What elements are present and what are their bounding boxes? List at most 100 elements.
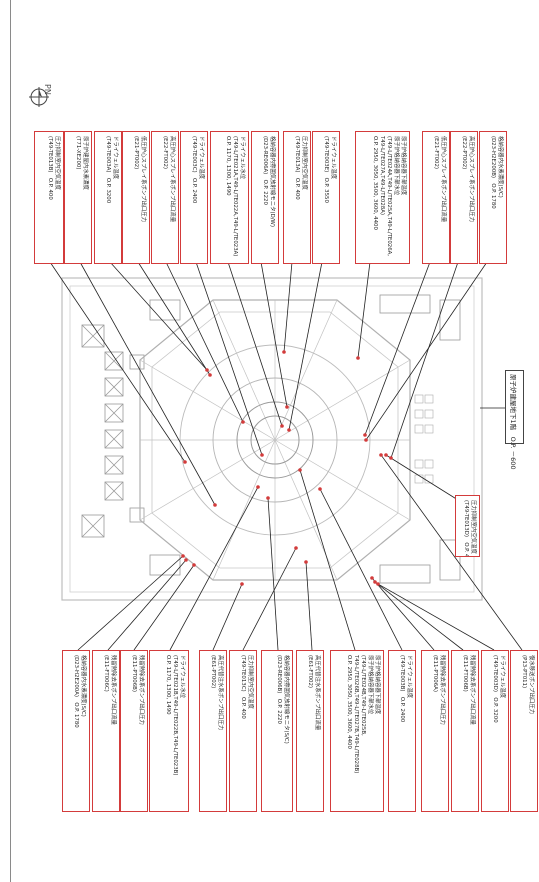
callout-line: (T49-TE003C) O.P. 2400 — [191, 136, 197, 204]
callout-line: O.P. 2950, 3050, 3500, 3600, 4400 — [372, 136, 378, 230]
callout-line: (D23-RE006A) O.P. 2220 — [262, 136, 268, 205]
callout-line: 格納容器内水素濃度(S/C) — [497, 136, 503, 198]
callout-line: 圧力抑制室内空気温度 — [54, 136, 60, 190]
callout-line: O.P. 1170, 1300, 1490 — [165, 655, 171, 715]
callout-text: 圧力抑制室内空気温度(T49-TE013A) O.P. 400 — [293, 136, 307, 200]
callout-line: 低圧炉心スプレイ系ポンプ出口流量 — [440, 136, 446, 223]
callout-text: 高圧炉心スプレイ系ポンプ出口流量(E22-FT002) — [161, 136, 175, 222]
sensor-callout-top: 原子炉建屋内水素濃度(T71-XE200) — [64, 131, 92, 264]
sensor-callout-top: ドライウェル温度(T49-TE003A) O.P. 3200 — [94, 131, 122, 264]
callout-text: 残留熱除去系ポンプ出口流量(E11-FT006B) — [461, 655, 475, 725]
callout-line: 残留熱除去系ポンプ出口流量 — [110, 655, 116, 725]
callout-text: 格納容器内雰囲気放射線モニタ(D/W)(D23-RE006A) O.P. 222… — [261, 136, 275, 227]
sensor-callout-top: 高圧炉心スプレイ系ポンプ出口圧力(E22-PT002) — [450, 131, 478, 264]
callout-text: 圧力抑制室内空気温度(T49-TE013B) O.P. 400 — [46, 136, 60, 200]
sensor-callout-bottom: 残留熱除去系ポンプ出口圧力(E11-PT006A) — [421, 650, 449, 812]
callout-line: ドライウェル水位 — [179, 655, 185, 699]
callout-text: 高圧炉心スプレイ系ポンプ出口圧力(E22-PT002) — [460, 136, 474, 222]
sensor-callout-bottom: 高圧代替注水系ポンプ出口圧力(E61-PT002) — [199, 650, 227, 812]
callout-line: 高圧炉心スプレイ系ポンプ出口圧力 — [468, 136, 474, 223]
sensor-callout-bottom: 復水移送ポンプ出口圧力(P13-PT011) — [510, 650, 538, 812]
sensor-callout-top: ドライウェル水位(T49-L/TE021A,T49-L/TE022A,T49-L… — [210, 131, 249, 264]
callout-line: 格納容器内雰囲気放射線モニタ(S/C) — [283, 655, 289, 744]
callout-line: (T49-L/TE021A,T49-L/TE022A,T49-L/TE023A) — [232, 136, 238, 257]
sensor-callout-bottom: 格納容器内水素濃度(S/C)(D23-H2E200A) O.P. 1780 — [62, 650, 90, 812]
callout-line: ドライウェル温度 — [499, 655, 505, 699]
callout-text: ドライウェル温度(T49-TE003E) O.P. 3550 — [322, 136, 336, 203]
callout-line: 原子炉建屋内水素濃度 — [82, 136, 88, 190]
callout-line: (T49-TE003B) O.P. 2400 — [399, 655, 405, 723]
callout-line: 残留熱除去系ポンプ出口流量 — [469, 655, 475, 725]
callout-text: 残留熱除去系ポンプ出口圧力(E11-PT006A) — [431, 655, 445, 725]
callout-line: (T49-TE003D) O.P. 3200 — [492, 655, 498, 723]
callout-line: 高圧代替注水系ポンプ出口流量 — [314, 655, 320, 731]
callout-line: (T49-TE013C) O.P. 400 — [240, 655, 246, 719]
sensor-callout-bottom: 圧力抑制室内空気温度(T49-TE013C) O.P. 400 — [229, 650, 257, 812]
callout-line: (T49-L/TE021B,T49-L/TE022B,T49-L/TE023B) — [172, 655, 178, 776]
callout-text: 低圧炉心スプレイ系ポンプ出口圧力(E21-PT002) — [132, 136, 146, 222]
sensor-callout-bottom: 残留熱除去系ポンプ出口流量(E11-FT006C) — [92, 650, 120, 812]
callout-text: ドライウェル温度(T49-TE003B) O.P. 2400 — [398, 655, 412, 722]
callout-line: 格納容器内水素濃度(S/C) — [80, 655, 86, 717]
callout-text: ドライウェル温度(T49-TE003A) O.P. 3200 — [104, 136, 118, 203]
callout-line: (E11-FT006B) — [462, 655, 468, 692]
sensor-callout-side: 圧力抑制室内空気温度(T49-TE013D) O.P. 400 — [455, 495, 480, 557]
sensor-callout-bottom: 残留熱除去系ポンプ出口圧力(E11-PT006B) — [120, 650, 148, 812]
callout-line: (E22-FT002) — [162, 136, 168, 170]
callout-line: 圧力抑制室内空気温度 — [247, 655, 253, 709]
callout-line: (E21-FT002) — [433, 136, 439, 170]
sensor-callout-top: ドライウェル温度(T49-TE003C) O.P. 2400 — [180, 131, 208, 264]
sensor-callout-top: 原子炉格納容器下部温度原子炉格納容器下部水位(T49-L/TE024A,T49-… — [355, 131, 410, 264]
callout-line: 原子炉格納容器下部水位 — [393, 136, 399, 196]
callout-text: 格納容器内水素濃度(S/C)(D23-H2E200A) O.P. 1780 — [72, 655, 86, 728]
callout-text: 圧力抑制室内空気温度(T49-TE013D) O.P. 400 — [462, 500, 476, 556]
sensor-callout-bottom: ドライウェル温度(T49-TE003D) O.P. 3200 — [481, 650, 509, 812]
callout-line: 圧力抑制室内空気温度 — [301, 136, 307, 190]
callout-line: (T49-TE003A) O.P. 3200 — [105, 136, 111, 204]
sensor-callout-top: 低圧炉心スプレイ系ポンプ出口圧力(E21-PT002) — [122, 131, 150, 264]
callout-line: 残留熱除去系ポンプ出口圧力 — [138, 655, 144, 725]
callout-line: (E11-PT006B) — [131, 655, 137, 692]
callout-line: ドライウェル温度 — [406, 655, 412, 699]
sensor-callout-top: 低圧炉心スプレイ系ポンプ出口流量(E21-FT002) — [422, 131, 450, 264]
callout-line: (D23-H2E200B) O.P. 1780 — [490, 136, 496, 209]
callout-line: ドライウェル温度 — [198, 136, 204, 180]
callout-text: 格納容器内水素濃度(S/C)(D23-H2E200B) O.P. 1780 — [489, 136, 503, 209]
sensor-callout-bottom: 原子炉格納容器下部温度原子炉格納容器下部水位(T49-L/TE024B,T49-… — [330, 650, 384, 812]
sensor-callout-top: ドライウェル温度(T49-TE003E) O.P. 3550 — [312, 131, 340, 264]
callout-line: (T71-XE200) — [75, 136, 81, 170]
callout-line: 原子炉格納容器下部温度 — [374, 655, 380, 715]
callout-line: (E11-PT006A) — [432, 655, 438, 692]
callout-line: (E22-PT002) — [461, 136, 467, 170]
callout-text: 原子炉格納容器下部温度原子炉格納容器下部水位(T49-L/TE024B,T49-… — [345, 655, 380, 773]
sensor-callout-top: 格納容器内水素濃度(S/C)(D23-H2E200B) O.P. 1780 — [479, 131, 507, 264]
callout-text: ドライウェル温度(T49-TE003C) O.P. 2400 — [190, 136, 204, 203]
callout-line: 高圧炉心スプレイ系ポンプ出口流量 — [169, 136, 175, 223]
callout-line: T49-L/TE026B,T49-L/TE027B,T49-L/TE028B) — [353, 655, 359, 774]
callout-line: (T49-L/TE024A,T49-L/TE025A,T49-L/TE026A, — [386, 136, 392, 257]
callout-text: ドライウェル水位(T49-L/TE021B,T49-L/TE022B,T49-L… — [164, 655, 185, 775]
callout-line: O.P. 2950, 3050, 3500, 3600, 4400 — [346, 655, 352, 749]
callout-line: 格納容器内雰囲気放射線モニタ(D/W) — [269, 136, 275, 227]
callout-line: (P13-PT011) — [521, 655, 527, 689]
callout-text: ドライウェル温度(T49-TE003D) O.P. 3200 — [491, 655, 505, 723]
callout-line: (T49-TE013B) O.P. 400 — [47, 136, 53, 200]
sensor-callout-bottom: ドライウェル温度(T49-TE003B) O.P. 2400 — [388, 650, 416, 812]
callout-line: (E21-PT002) — [133, 136, 139, 170]
callout-line: (T49-L/TE024B,T49-L/TE025B, — [360, 655, 366, 736]
callout-text: 低圧炉心スプレイ系ポンプ出口流量(E21-FT002) — [432, 136, 446, 222]
callout-line: 低圧炉心スプレイ系ポンプ出口圧力 — [140, 136, 146, 223]
callout-line: (E11-FT006C) — [103, 655, 109, 692]
callout-line: (D23-H2E200A) O.P. 1780 — [73, 655, 79, 728]
floor-label-box: 原子炉建屋地下1階 O.P. －600 — [505, 370, 524, 470]
callout-line: 原子炉格納容器下部温度 — [400, 136, 406, 196]
callout-text: 復水移送ポンプ出口圧力(P13-PT011) — [520, 655, 534, 714]
sensor-callout-top: 格納容器内雰囲気放射線モニタ(D/W)(D23-RE006A) O.P. 222… — [251, 131, 279, 264]
callout-line: T49-L/TE027A,T49-L/TE028A) — [379, 136, 385, 216]
callout-line: 残留熱除去系ポンプ出口圧力 — [439, 655, 445, 725]
callout-line: 高圧代替注水系ポンプ出口圧力 — [217, 655, 223, 731]
floor-label: 原子炉建屋地下1階 O.P. －600 — [509, 374, 517, 470]
callout-text: 高圧代替注水系ポンプ出口流量(E61-FT002) — [306, 655, 320, 730]
